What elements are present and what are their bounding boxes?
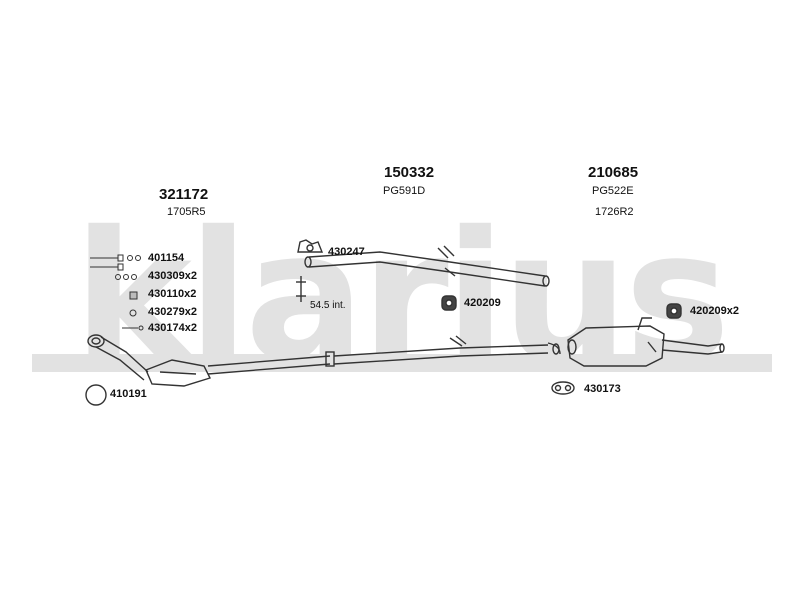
part-420209: 420209 <box>464 297 501 309</box>
rear-assembly-code: PG522E <box>592 185 634 197</box>
part-420209x2: 420209x2 <box>690 305 739 317</box>
part-401154: 401154 <box>148 252 185 264</box>
front-pipe-assembly[interactable] <box>87 334 561 387</box>
part-430110: 430110x2 <box>148 288 197 300</box>
middle-assembly-code: PG591D <box>383 185 426 197</box>
gasket-ring-icon <box>85 384 107 406</box>
front-assembly-code: 1705R5 <box>167 206 206 218</box>
mounting-rubber-icon <box>441 295 457 311</box>
part-430173: 430173 <box>584 383 621 395</box>
spring-icon <box>115 274 137 280</box>
stud-icon <box>122 325 144 331</box>
middle-assembly-number: 150332 <box>384 164 435 181</box>
rear-silencer[interactable] <box>567 317 725 367</box>
rubber-ring-icon <box>551 381 575 395</box>
part-430279: 430279x2 <box>148 306 197 318</box>
front-assembly-number: 321172 <box>159 186 209 203</box>
part-430174: 430174x2 <box>148 322 197 334</box>
length-note: 54.5 int. <box>310 300 346 311</box>
part-410191: 410191 <box>110 388 147 400</box>
washer-icon <box>129 309 137 317</box>
part-430247: 430247 <box>328 246 365 258</box>
mounting-rubber-icon-2 <box>666 303 682 319</box>
clamp-icon <box>297 239 324 253</box>
length-marker <box>296 276 306 302</box>
bolt-icon <box>90 254 141 271</box>
rear-assembly-number: 210685 <box>588 164 639 181</box>
rear-assembly-code2: 1726R2 <box>595 206 634 218</box>
part-430309: 430309x2 <box>148 270 197 282</box>
nut-icon <box>129 291 138 300</box>
middle-pipe[interactable] <box>304 245 550 287</box>
watermark-bar <box>32 354 772 372</box>
